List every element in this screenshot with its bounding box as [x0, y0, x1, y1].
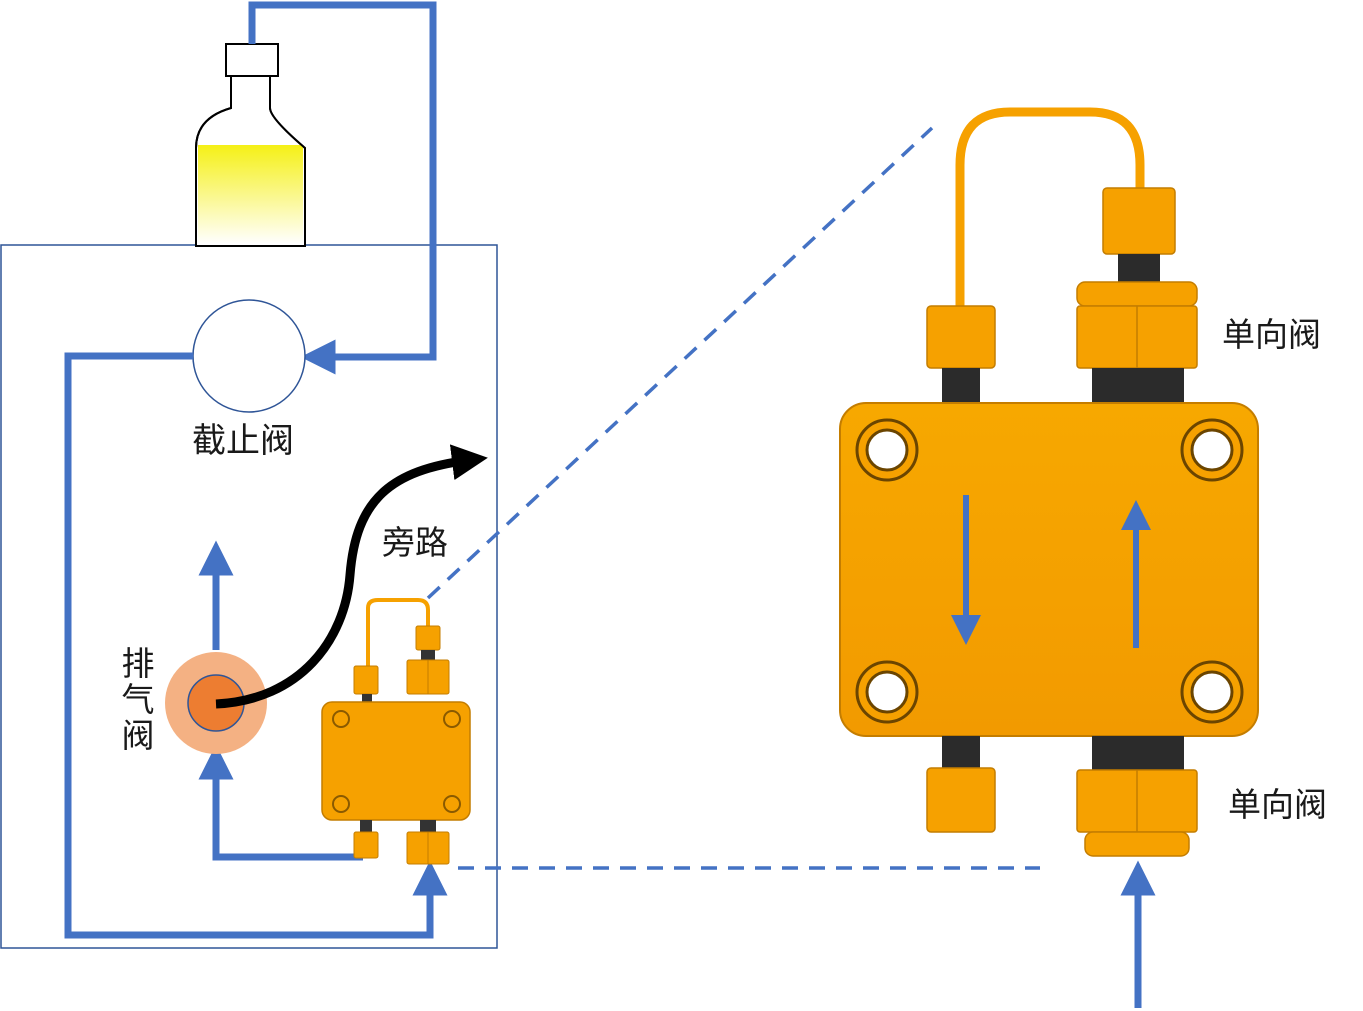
- check-valve-block-icon: [839, 107, 1259, 857]
- bypass-label: 旁路: [382, 523, 448, 562]
- supply-pipe: [248, 1, 437, 375]
- vent-inlet-pipe: [198, 744, 363, 861]
- check-valve-top-label: 单向阀: [1222, 315, 1321, 354]
- check-valve-bottom-label: 单向阀: [1228, 785, 1327, 824]
- stop-valve-icon: [192, 299, 306, 413]
- vent-valve-label: 排气阀: [121, 644, 155, 755]
- bottle-icon: [195, 43, 306, 247]
- bypass-arrow: [215, 444, 488, 709]
- return-pipe: [64, 352, 448, 939]
- zoom-line-top: [426, 126, 934, 600]
- stop-valve-label: 截止阀: [192, 421, 294, 461]
- check-valve-block-small: [321, 598, 471, 865]
